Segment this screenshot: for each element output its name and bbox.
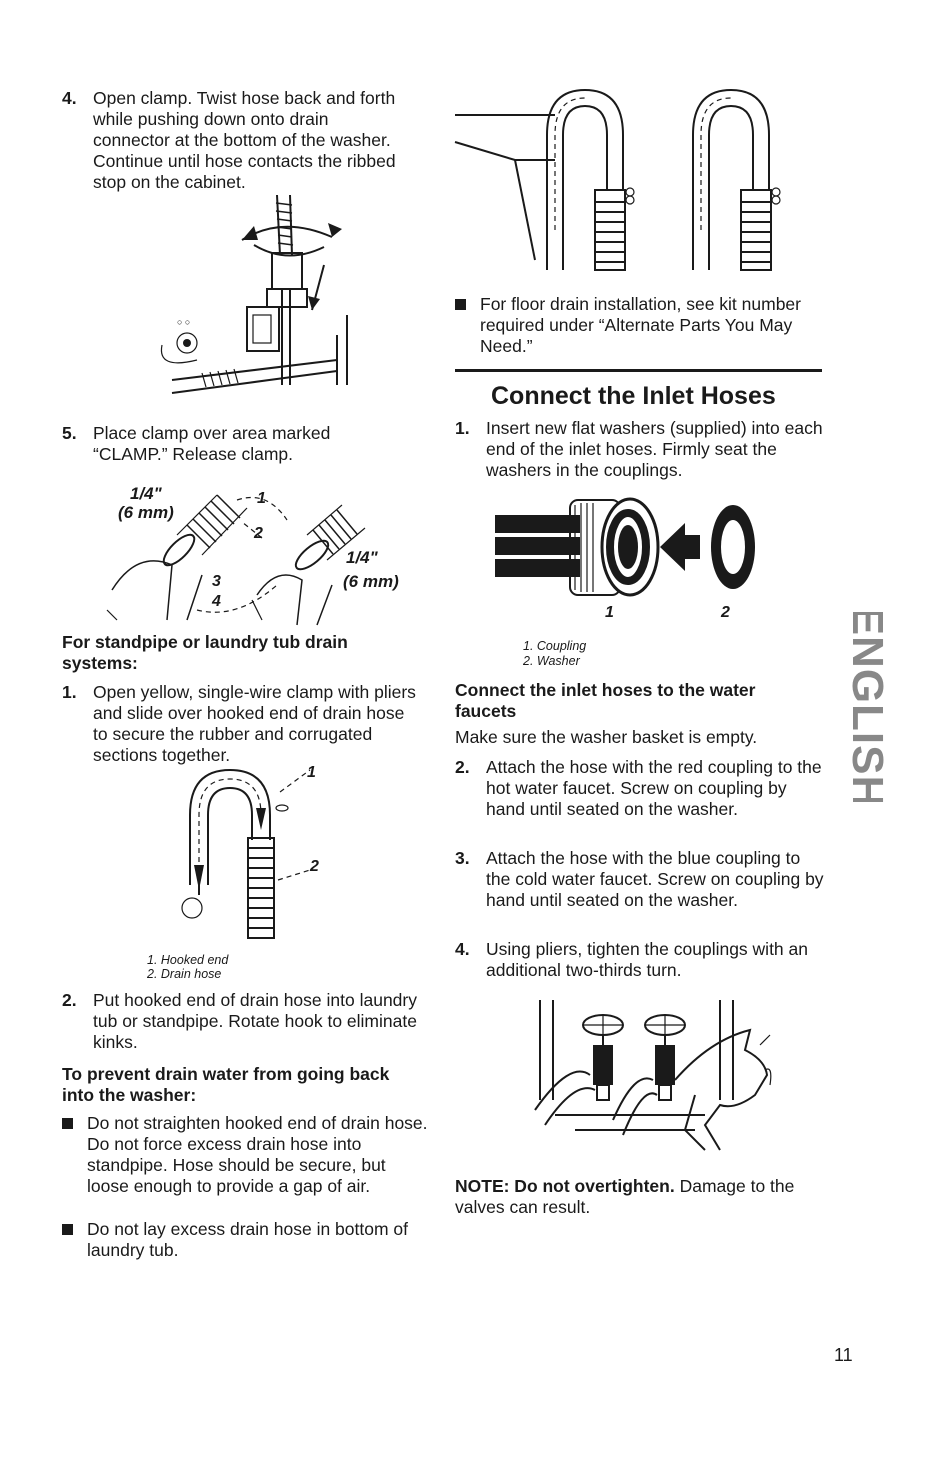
section-title: Connect the Inlet Hoses [491, 382, 776, 410]
clamp-placement-illustration [106, 494, 366, 626]
bullet-text: Do not straighten hooked end of drain ho… [87, 1113, 428, 1196]
faucet-heading: Connect the inlet hoses to the water fau… [455, 680, 756, 721]
coupling-caption-1: 1. Coupling [523, 639, 587, 653]
bullet-square-icon [62, 1224, 73, 1235]
dim-a-inch: 1/4" [130, 484, 162, 503]
callout-3: 3 [212, 573, 221, 590]
step-5: 5. Place clamp over area marked “CLAMP.”… [62, 423, 407, 465]
step-number: 4. [62, 88, 77, 108]
bullet-text: For floor drain installation, see kit nu… [480, 294, 801, 356]
step-number: 1. [62, 682, 77, 702]
note: NOTE: Do not overtighten. Damage to the … [455, 1176, 825, 1218]
floor-drain-illustration [454, 88, 781, 271]
step-number: 3. [455, 848, 470, 868]
step-text: Attach the hose with the blue coupling t… [486, 848, 824, 910]
bullet-2: Do not lay excess drain hose in bottom o… [62, 1219, 432, 1261]
dim-a-mm: (6 mm) [118, 503, 174, 522]
note-label: NOTE: Do not overtighten. [455, 1176, 675, 1196]
bullet-square-icon [455, 299, 466, 310]
step-text: Open clamp. Twist hose back and forth wh… [93, 88, 396, 192]
coupling-callout-1: 1 [605, 604, 614, 621]
side-tab-label: ENGLISH [843, 612, 892, 802]
bullet-square-icon [62, 1118, 73, 1129]
inlet-step-4: 4. Using pliers, tighten the couplings w… [455, 939, 825, 981]
bullet-1: Do not straighten hooked end of drain ho… [62, 1113, 432, 1197]
hook-callout-2: 2 [310, 858, 319, 875]
basket-text: Make sure the washer basket is empty. [455, 727, 758, 747]
standpipe-heading: For standpipe or laundry tub drain syste… [62, 632, 348, 673]
step-number: 4. [455, 939, 470, 959]
faucet-pliers-illustration [534, 1000, 772, 1151]
standpipe-step-2: 2. Put hooked end of drain hose into lau… [62, 990, 437, 1053]
step-text: Attach the hose with the red coupling to… [486, 757, 822, 819]
callout-1: 1 [257, 490, 266, 507]
inlet-step-1: 1. Insert new flat washers (supplied) in… [455, 418, 825, 481]
note-text: Damage to the valves can result. [455, 1176, 795, 1217]
inlet-step-2: 2. Attach the hose with the red coupling… [455, 757, 825, 820]
dim-b-inch: 1/4" [346, 548, 378, 567]
callout-4: 4 [212, 593, 221, 610]
step-text: Insert new flat washers (supplied) into … [486, 418, 823, 480]
svg-text:○ ○: ○ ○ [177, 317, 190, 327]
callout-2: 2 [254, 525, 263, 542]
hook-caption-2: 2. Drain hose [147, 967, 222, 981]
step-text: Open yellow, single-wire clamp with plie… [93, 682, 416, 765]
prevent-heading: To prevent drain water from going back i… [62, 1064, 390, 1105]
bullet-text: Do not lay excess drain hose in bottom o… [87, 1219, 409, 1260]
page-number: 11 [834, 1345, 853, 1365]
dim-b-mm: (6 mm) [343, 572, 399, 591]
section-divider [455, 369, 822, 372]
hook-callout-1: 1 [307, 764, 316, 781]
step-text: Place clamp over area marked “CLAMP.” Re… [93, 423, 331, 464]
standpipe-step-1: 1. Open yellow, single-wire clamp with p… [62, 682, 417, 766]
step-4: 4. Open clamp. Twist hose back and forth… [62, 88, 407, 193]
coupling-caption-2: 2. Washer [523, 654, 580, 668]
step-text: Using pliers, tighten the couplings with… [486, 939, 808, 980]
step-number: 2. [62, 990, 77, 1010]
drain-connector-illustration: ○ ○ [160, 194, 348, 394]
coupling-washer-illustration [495, 497, 755, 597]
inlet-step-3: 3. Attach the hose with the blue couplin… [455, 848, 825, 911]
floor-drain-bullet: For floor drain installation, see kit nu… [455, 294, 825, 357]
step-text: Put hooked end of drain hose into laundr… [93, 990, 417, 1052]
step-number: 2. [455, 757, 470, 777]
hook-caption-1: 1. Hooked end [147, 953, 229, 967]
step-number: 5. [62, 423, 77, 443]
side-tab: ENGLISH [842, 612, 892, 802]
hooked-end-illustration [181, 768, 311, 939]
coupling-callout-2: 2 [721, 604, 730, 621]
step-number: 1. [455, 418, 470, 438]
